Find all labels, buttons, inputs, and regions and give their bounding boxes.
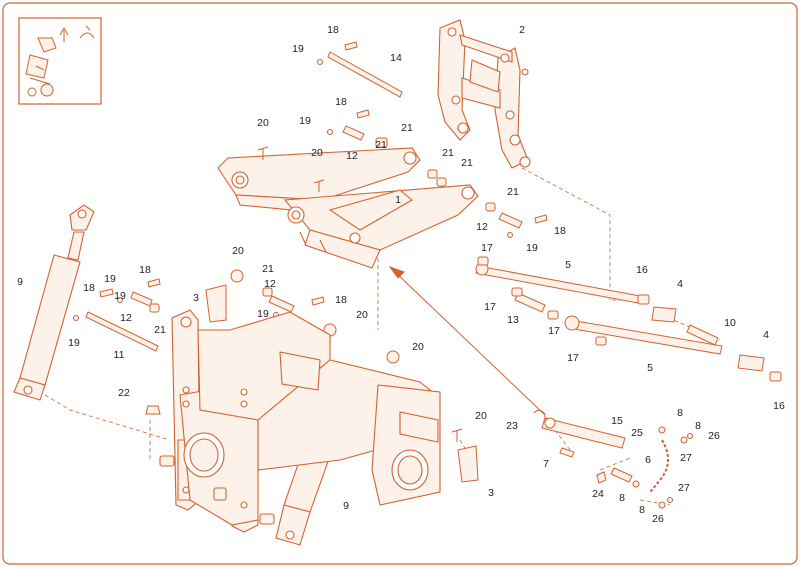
callout-label: 4 xyxy=(763,328,769,341)
callout-label: 14 xyxy=(390,51,402,64)
callout-label: 21 xyxy=(442,146,454,159)
callout-label: 18 xyxy=(327,23,339,36)
callout-label: 20 xyxy=(356,308,368,321)
callout-label: 24 xyxy=(592,487,604,500)
callout-label: 12 xyxy=(264,277,276,290)
callout-label: 9 xyxy=(17,275,23,288)
callout-label: 27 xyxy=(680,451,692,464)
callout-label: 18 xyxy=(335,293,347,306)
callout-label: 8 xyxy=(639,503,645,516)
callout-label: 19 xyxy=(68,336,80,349)
callout-label: 18 xyxy=(83,281,95,294)
callout-label: 17 xyxy=(567,351,579,364)
callout-label: 17 xyxy=(548,324,560,337)
callout-label: 11 xyxy=(113,348,125,361)
callout-label: 20 xyxy=(311,146,323,159)
callout-label: 20 xyxy=(232,244,244,257)
callout-label: 19 xyxy=(299,114,311,127)
callout-label: 3 xyxy=(193,291,199,304)
callout-label: 5 xyxy=(565,258,571,271)
fasteners xyxy=(73,41,693,509)
callout-label: 1 xyxy=(395,193,401,206)
callout-label: 19 xyxy=(292,42,304,55)
pins xyxy=(85,51,782,483)
callout-label: 18 xyxy=(139,263,151,276)
callout-label: 21 xyxy=(461,156,473,169)
callout-label: 20 xyxy=(475,409,487,422)
callout-label: 12 xyxy=(120,311,132,324)
callout-label: 21 xyxy=(262,262,274,275)
callout-label: 8 xyxy=(677,406,683,419)
callout-label: 9 xyxy=(343,499,349,512)
callout-label: 25 xyxy=(631,426,643,439)
callout-label: 26 xyxy=(652,512,664,525)
upper-arm-assembly xyxy=(217,147,479,269)
callout-label: 17 xyxy=(484,300,496,313)
callout-label: 16 xyxy=(636,263,648,276)
callout-label: 7 xyxy=(543,457,549,470)
callout-label: 19 xyxy=(526,241,538,254)
callout-label: 8 xyxy=(619,491,625,504)
callout-label: 15 xyxy=(611,414,623,427)
callout-label: 19 xyxy=(104,272,116,285)
location-thumbnail xyxy=(18,17,102,105)
brackets xyxy=(205,284,479,483)
callout-label: 26 xyxy=(708,429,720,442)
callout-label: 27 xyxy=(678,481,690,494)
callout-label: 22 xyxy=(118,386,130,399)
callout-label: 12 xyxy=(476,220,488,233)
callout-label: 21 xyxy=(401,121,413,134)
callout-label: 10 xyxy=(724,316,736,329)
callout-label: 13 xyxy=(507,313,519,326)
callout-label: 21 xyxy=(154,323,166,336)
callout-label: 20 xyxy=(257,116,269,129)
callout-label: 2 xyxy=(519,23,525,36)
callout-label: 20 xyxy=(412,340,424,353)
callout-label: 17 xyxy=(481,241,493,254)
callout-label: 23 xyxy=(506,419,518,432)
main-frame xyxy=(159,309,441,533)
callout-label: 4 xyxy=(677,277,683,290)
callout-label: 12 xyxy=(346,149,358,162)
callout-label: 8 xyxy=(695,419,701,432)
callout-label: 18 xyxy=(335,95,347,108)
upper-bracket xyxy=(437,19,531,169)
callout-label: 19 xyxy=(257,307,269,320)
callout-label: 18 xyxy=(554,224,566,237)
callout-label: 3 xyxy=(488,486,494,499)
callout-label: 5 xyxy=(647,361,653,374)
assembly-arrow xyxy=(388,265,546,416)
callout-label: 16 xyxy=(773,399,785,412)
callout-label: 21 xyxy=(507,185,519,198)
callout-label: 19 xyxy=(114,289,126,302)
callout-label: 21 xyxy=(375,138,387,151)
callout-label: 6 xyxy=(645,453,651,466)
